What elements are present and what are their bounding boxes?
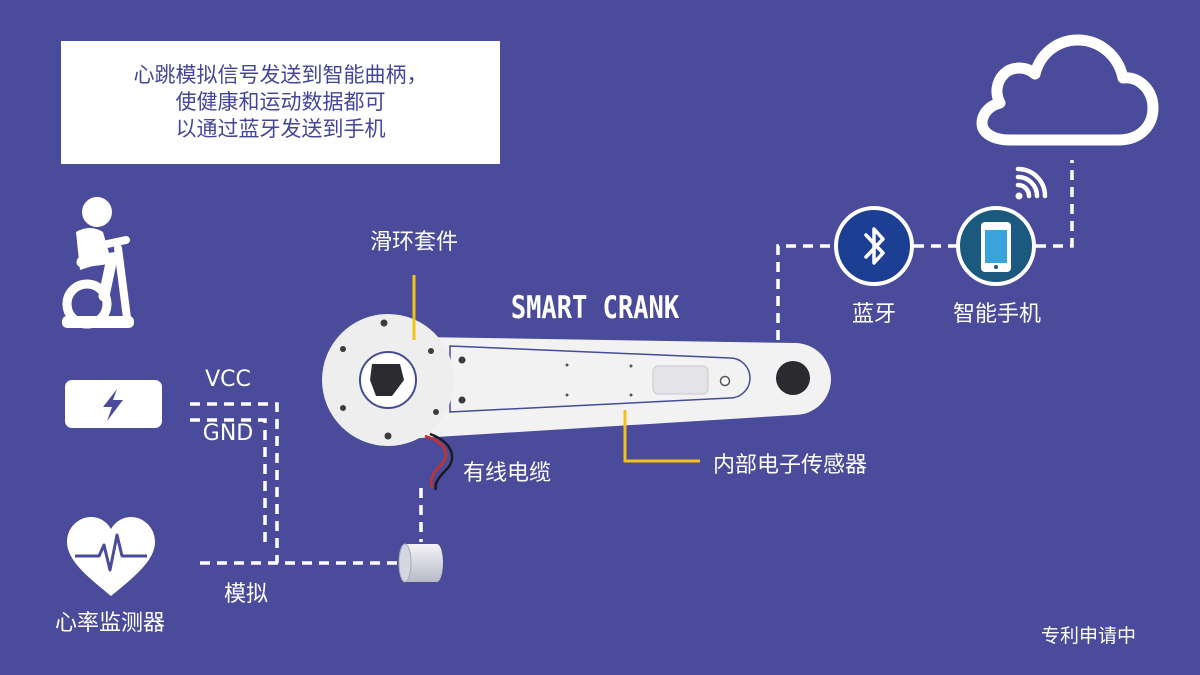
- callout-box: 心跳模拟信号发送到智能曲柄， 使健康和运动数据都可 以通过蓝牙发送到手机: [61, 41, 500, 164]
- slip-ring-label: 滑环套件: [369, 230, 459, 255]
- vcc-label: VCC: [205, 367, 251, 392]
- cloud-icon: [976, 34, 1159, 146]
- heart-rate-icon: [67, 517, 155, 596]
- gnd-line: [190, 418, 267, 548]
- crank-arm: [420, 337, 831, 438]
- internal-sensor-label: 内部电子传感器: [713, 453, 868, 478]
- cable-label: 有线电缆: [463, 461, 552, 486]
- callout-line-2: 使健康和运动数据都可: [175, 90, 386, 114]
- connection-lines: [190, 160, 1074, 565]
- smartphone-icon: [956, 206, 1036, 286]
- bluetooth-icon: [834, 206, 914, 286]
- exercise-bike-icon: [62, 197, 134, 329]
- product-title: SMART CRANK: [510, 290, 680, 326]
- smartphone-label: 智能手机: [952, 302, 1042, 327]
- sensor-leader: [623, 410, 700, 463]
- battery-charge-icon: [65, 380, 162, 428]
- vcc-line: [190, 402, 279, 563]
- gnd-label: GND: [202, 421, 254, 446]
- analog-label: 模拟: [223, 582, 269, 607]
- phone-to-cloud-line: [1036, 160, 1074, 248]
- wifi-signal-icon: [1015, 166, 1048, 200]
- heart-monitor-label: 心率监测器: [54, 611, 166, 636]
- callout-line-3: 以通过蓝牙发送到手机: [175, 117, 386, 141]
- cable-wires: [424, 432, 454, 491]
- cable-connector: [398, 543, 443, 583]
- callout-line-1: 心跳模拟信号发送到智能曲柄，: [133, 63, 428, 87]
- crank-to-bluetooth-line: [776, 244, 834, 340]
- slip-ring-disc: [322, 314, 466, 446]
- callout-leaders: [412, 275, 700, 463]
- patent-pending-label: 专利申请中: [1041, 625, 1137, 647]
- bluetooth-label: 蓝牙: [851, 302, 897, 327]
